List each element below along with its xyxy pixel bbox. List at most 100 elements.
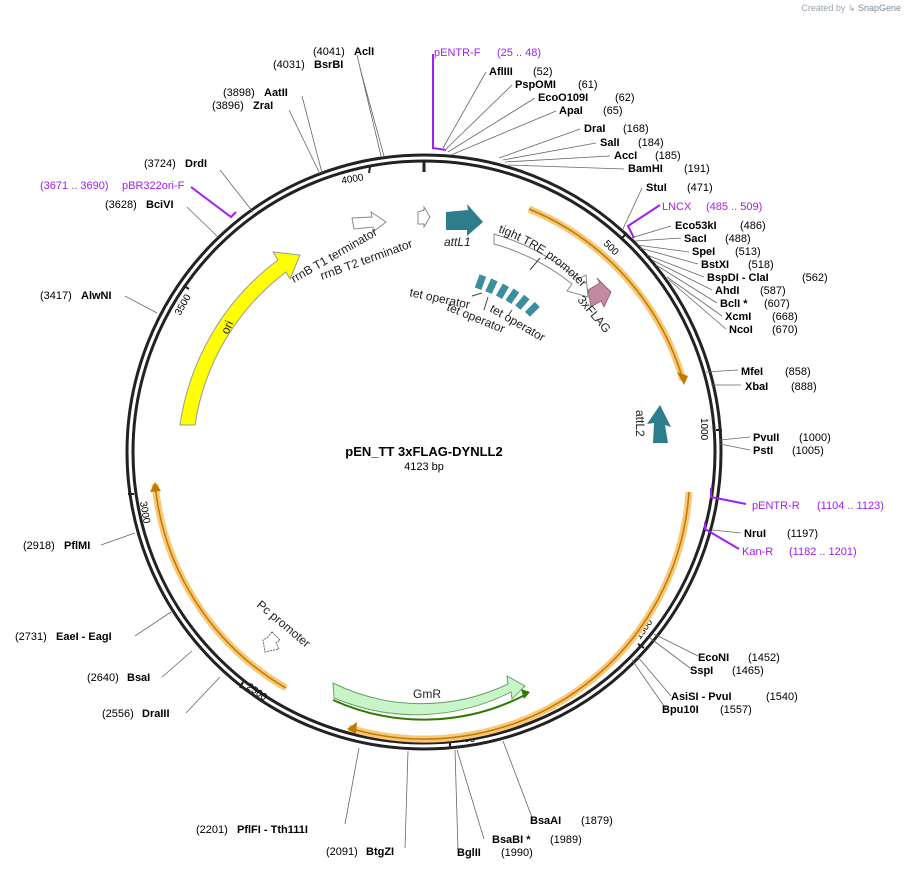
- svg-text:(587): (587): [760, 285, 786, 297]
- svg-text:MfeI: MfeI: [741, 366, 763, 378]
- svg-text:(2091): (2091): [326, 846, 358, 858]
- enzyme-labels-left: (4041)AclI (4031)BsrBI (3898) AatII (3896…: [15, 46, 394, 858]
- svg-text:Eco53kI: Eco53kI: [675, 220, 717, 232]
- enzyme-bsaAI: BsaAI (1879): [530, 815, 613, 827]
- enzyme-btgZI: (2091)BtgZI: [326, 846, 394, 858]
- enzyme-aclI: (4041)AclI: [313, 46, 374, 58]
- svg-text:XbaI: XbaI: [745, 381, 768, 393]
- enzyme-alwNI: (3417)AlwNI: [40, 290, 112, 302]
- enzyme-bpu10I: Bpu10I (1557): [662, 704, 752, 716]
- enzyme-xcmI: XcmI(668): [725, 311, 798, 323]
- svg-text:(1540): (1540): [766, 691, 798, 703]
- tick-1000: 1000: [698, 418, 722, 441]
- svg-text:DraI: DraI: [584, 123, 605, 135]
- svg-text:(52): (52): [533, 66, 553, 78]
- svg-text:AatII: AatII: [264, 87, 288, 99]
- svg-text:(562): (562): [802, 272, 828, 284]
- svg-text:SalI: SalI: [600, 137, 620, 149]
- svg-text:DrdI: DrdI: [185, 158, 207, 170]
- svg-text:(1000): (1000): [799, 432, 831, 444]
- pc-promoter-feature: Pc promoter: [254, 598, 313, 653]
- tick-label-3000: 3000: [137, 501, 152, 525]
- svg-text:BsaAI: BsaAI: [530, 815, 561, 827]
- svg-text:(1182 .. 1201): (1182 .. 1201): [789, 546, 857, 558]
- svg-text:(1557): (1557): [720, 704, 752, 716]
- svg-text:pBR322ori-F: pBR322ori-F: [122, 180, 185, 192]
- svg-text:(4031): (4031): [273, 59, 305, 71]
- enzyme-stuI: StuI (471): [646, 182, 713, 194]
- enzyme-apaI: ApaI(65): [559, 105, 623, 117]
- svg-text:BspDI - ClaI: BspDI - ClaI: [707, 272, 769, 284]
- ori-feature: ori: [179, 251, 301, 426]
- enzyme-bsrBI: (4031)BsrBI: [273, 59, 343, 71]
- credit-prefix: Created by: [801, 3, 846, 13]
- enzyme-pflMI: (2918)PflMI: [23, 540, 90, 552]
- svg-text:(488): (488): [725, 233, 751, 245]
- orange-feature-bottom: [347, 491, 693, 743]
- enzyme-bglII: BglII(1990): [457, 847, 533, 859]
- svg-text:EaeI - EagI: EaeI - EagI: [56, 631, 112, 643]
- attL2-label: attL2: [633, 410, 647, 437]
- snapgene-logo-icon: ↳: [847, 3, 856, 13]
- enzyme-drdI: (3724)DrdI: [144, 158, 207, 170]
- svg-text:NruI: NruI: [744, 528, 766, 540]
- enzyme-ecoO109I: EcoO109I(62): [538, 92, 635, 104]
- svg-text:BstXI: BstXI: [701, 259, 729, 271]
- enzyme-nruI: NruI (1197): [744, 528, 818, 540]
- svg-text:(1989): (1989): [550, 834, 582, 846]
- svg-text:ZraI: ZraI: [253, 100, 273, 112]
- primer-pentr-f: pENTR-F(25 .. 48): [434, 47, 541, 59]
- orange-feature-left: [150, 482, 288, 692]
- tet-operators: tet operator tet operator tet operator: [408, 274, 548, 344]
- primer-pbr322ori-f: (3671 .. 3690)pBR322ori-F: [40, 180, 185, 192]
- svg-text:EcoO109I: EcoO109I: [538, 92, 588, 104]
- enzyme-pvuII: PvuII(1000): [753, 432, 831, 444]
- svg-text:AhdI: AhdI: [715, 285, 739, 297]
- svg-text:(1879): (1879): [581, 815, 613, 827]
- svg-text:ApaI: ApaI: [559, 105, 583, 117]
- svg-text:(1104 .. 1123): (1104 .. 1123): [817, 500, 884, 512]
- tick-2500: 2500: [239, 681, 269, 703]
- tick-3000: 3000: [128, 493, 152, 525]
- tick-4000: 4000: [341, 166, 371, 187]
- enzyme-ecoNI: EcoNI(1452): [698, 652, 780, 664]
- svg-text:StuI: StuI: [646, 182, 667, 194]
- pc-promoter-label: Pc promoter: [254, 598, 313, 651]
- svg-text:(168): (168): [623, 123, 649, 135]
- svg-text:(2556): (2556): [102, 708, 134, 720]
- svg-text:SspI: SspI: [690, 665, 713, 677]
- enzyme-accI: AccI(185): [614, 150, 681, 162]
- svg-text:(185): (185): [655, 150, 681, 162]
- svg-text:BglII: BglII: [457, 847, 481, 859]
- svg-text:(1465): (1465): [732, 665, 764, 677]
- svg-text:(3898): (3898): [223, 87, 255, 99]
- gmr-feature: GmR: [332, 675, 530, 721]
- svg-text:(4041): (4041): [313, 46, 345, 58]
- svg-text:AlwNI: AlwNI: [81, 290, 112, 302]
- svg-text:Bpu10I: Bpu10I: [662, 704, 699, 716]
- plasmid-length: 4123 bp: [404, 461, 444, 473]
- svg-text:(471): (471): [687, 182, 713, 194]
- svg-text:(668): (668): [772, 311, 798, 323]
- svg-text:(191): (191): [684, 163, 710, 175]
- svg-text:(486): (486): [740, 220, 766, 232]
- primer-labels: pENTR-F(25 .. 48) LNCX(485 .. 509) pENTR…: [40, 47, 884, 558]
- enzyme-eaeI-eagI: (2731) EaeI - EagI: [15, 631, 112, 643]
- attL2-feature: attL2: [633, 405, 671, 443]
- enzyme-aatII: (3898) AatII: [223, 87, 288, 99]
- svg-text:PflFI - Tth111I: PflFI - Tth111I: [237, 824, 308, 836]
- primer-marks: [190, 54, 747, 550]
- svg-text:(1197): (1197): [787, 528, 818, 540]
- svg-text:AsiSI - PvuI: AsiSI - PvuI: [671, 691, 732, 703]
- svg-text:Kan-R: Kan-R: [742, 546, 773, 558]
- svg-text:EcoNI: EcoNI: [698, 652, 729, 664]
- enzyme-sspI: SspI (1465): [690, 665, 764, 677]
- svg-text:(2640): (2640): [87, 672, 119, 684]
- enzyme-bclI: BclI *(607): [720, 298, 790, 310]
- enzyme-zraI: (3896)ZraI: [212, 100, 273, 112]
- enzyme-bspDI-claI: BspDI - ClaI (562): [707, 272, 828, 284]
- svg-text:(2731): (2731): [15, 631, 47, 643]
- svg-text:(2201): (2201): [196, 824, 228, 836]
- enzyme-pspOMI: PspOMI(61): [515, 79, 598, 91]
